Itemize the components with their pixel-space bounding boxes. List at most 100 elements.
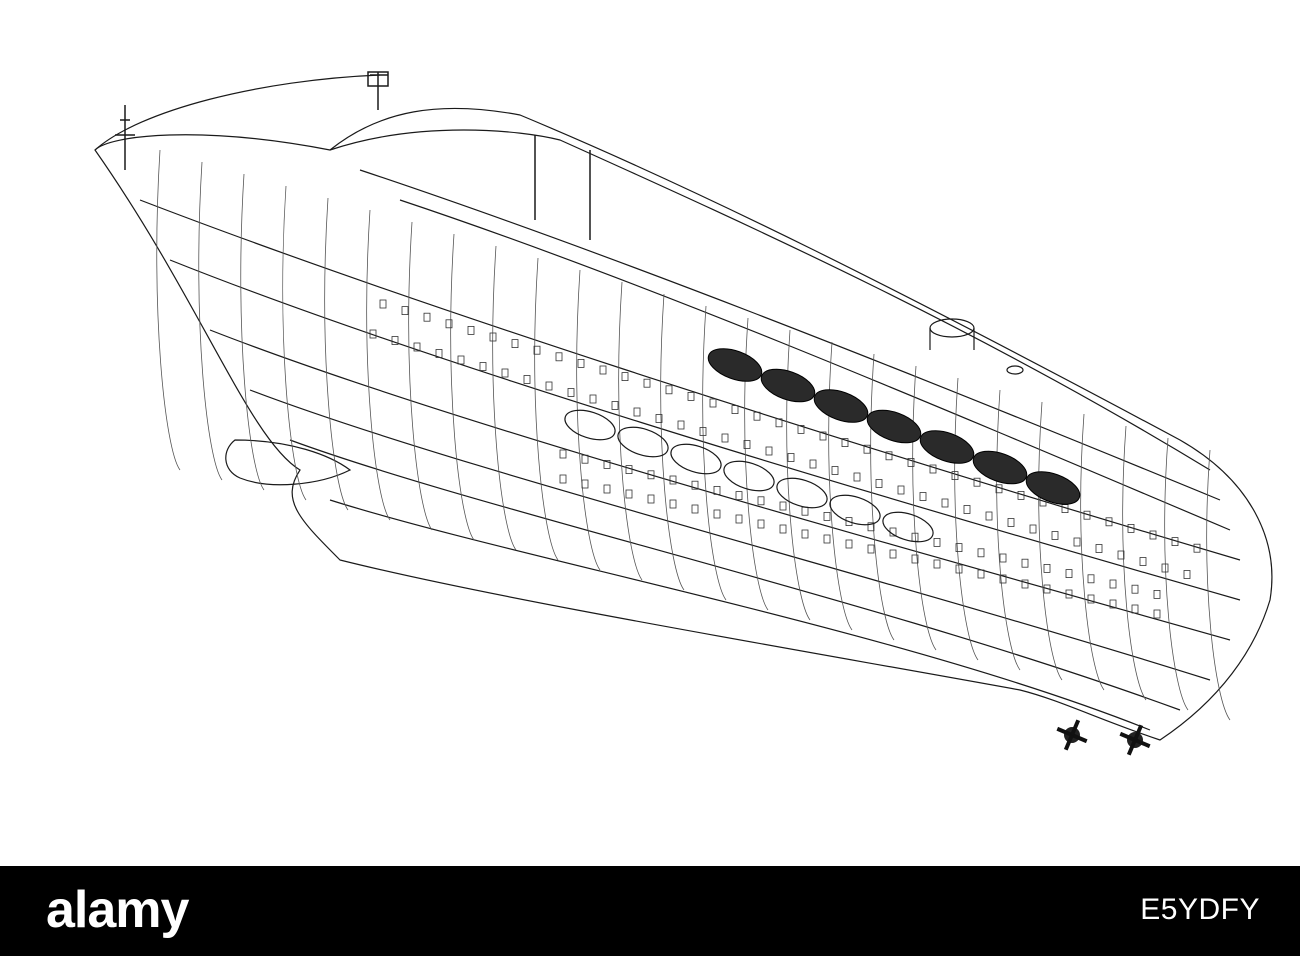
cabin-window — [721, 433, 729, 443]
image-area — [94, 71, 1273, 756]
cabin-window — [1021, 579, 1029, 589]
lifeboat — [866, 409, 922, 444]
cabin-window — [581, 454, 589, 464]
cabin-window — [801, 506, 809, 516]
hull-section-line — [1038, 401, 1063, 681]
cabin-window — [611, 401, 619, 410]
cabin-window — [999, 553, 1007, 563]
cabin-window — [1007, 518, 1015, 527]
cabin-window — [823, 534, 831, 544]
cabin-window — [735, 514, 743, 524]
cabin-window — [977, 548, 985, 558]
tender-pod — [723, 460, 775, 492]
cabin-window — [603, 459, 611, 469]
cabin-window — [621, 372, 629, 382]
cabin-window — [633, 407, 641, 417]
cabin-window — [995, 484, 1003, 494]
cabin-window — [1153, 590, 1161, 599]
cabin-window — [379, 299, 387, 309]
hull-section-line — [702, 305, 727, 601]
cabin-window — [559, 474, 567, 484]
cabin-window — [1095, 544, 1103, 553]
cabin-window — [1139, 557, 1147, 566]
propeller — [1119, 724, 1151, 756]
cabin-window — [687, 391, 695, 401]
cabin-window — [655, 414, 663, 423]
hull-section-line — [660, 293, 685, 591]
cabin-window — [709, 398, 717, 408]
cabin-window — [713, 485, 721, 495]
cabin-window — [401, 306, 409, 316]
cabin-window — [423, 312, 431, 322]
cabin-window — [647, 494, 655, 504]
cabin-window — [1153, 609, 1161, 619]
cabin-window — [603, 484, 611, 494]
cabin-window — [951, 471, 959, 481]
hull-section-line — [870, 353, 895, 641]
hull-section-line — [492, 245, 517, 551]
lifeboat — [972, 450, 1028, 485]
propeller-blade — [1134, 738, 1151, 749]
cabin-window — [1087, 594, 1095, 604]
cabin-window — [911, 554, 919, 564]
cabin-window — [897, 485, 905, 495]
cabin-window — [1109, 579, 1117, 589]
cabin-window — [929, 464, 937, 474]
cabin-window — [955, 564, 963, 574]
cabin-window — [713, 509, 721, 519]
tender-pod — [670, 443, 722, 475]
propeller-blade — [1063, 734, 1074, 751]
cabin-window — [757, 496, 765, 506]
cabin-window — [555, 352, 563, 362]
cabin-window — [977, 569, 985, 579]
lifeboat — [760, 368, 816, 403]
cabin-window — [853, 472, 861, 482]
bulbous-bow — [225, 439, 352, 486]
cabin-window — [669, 499, 677, 509]
funnel — [929, 318, 1024, 375]
tender-pod — [882, 511, 934, 543]
hull-section-line — [954, 377, 979, 661]
cabin-window — [1149, 530, 1157, 540]
propeller-blade — [1070, 719, 1081, 736]
propeller — [1056, 719, 1088, 751]
cabin-window — [941, 498, 949, 508]
cabin-window — [647, 470, 655, 480]
cabin-window — [801, 529, 809, 539]
cabin-window — [669, 475, 677, 485]
hull-section-line — [282, 185, 307, 501]
hull-section-line — [156, 149, 181, 471]
cabin-window — [1065, 589, 1073, 599]
cabin-window — [489, 332, 497, 342]
cabin-window — [797, 424, 805, 434]
brand-logo: alamy — [46, 881, 189, 939]
cabin-window — [1083, 510, 1091, 520]
cabin-window — [691, 504, 699, 514]
lifeboat — [707, 348, 763, 382]
cabin-window — [589, 394, 597, 404]
propeller-blade — [1056, 726, 1073, 737]
cabin-window — [1161, 563, 1169, 573]
cabin-window — [779, 501, 787, 511]
propeller-blade — [1071, 733, 1088, 744]
cabin-window — [1117, 550, 1125, 560]
cabin-window — [1127, 524, 1135, 533]
lifeboat — [919, 430, 975, 464]
cabin-window — [1131, 604, 1139, 614]
cabin-window — [1183, 570, 1191, 579]
cabin-window — [1021, 558, 1029, 568]
cabin-window — [933, 559, 941, 569]
cabin-window — [775, 418, 783, 428]
cabin-window — [735, 491, 743, 501]
cabin-window — [479, 362, 487, 371]
cabin-window — [677, 420, 685, 430]
hull-section-line — [366, 209, 391, 521]
cabin-window — [919, 492, 927, 501]
hull-section-line — [1206, 449, 1231, 721]
cabin-window — [1029, 524, 1037, 534]
hull-section-line — [324, 197, 349, 511]
cabin-window — [831, 466, 839, 475]
cabin-window — [1073, 537, 1081, 547]
cabin-window — [1017, 490, 1025, 500]
cabin-window — [1065, 569, 1073, 578]
